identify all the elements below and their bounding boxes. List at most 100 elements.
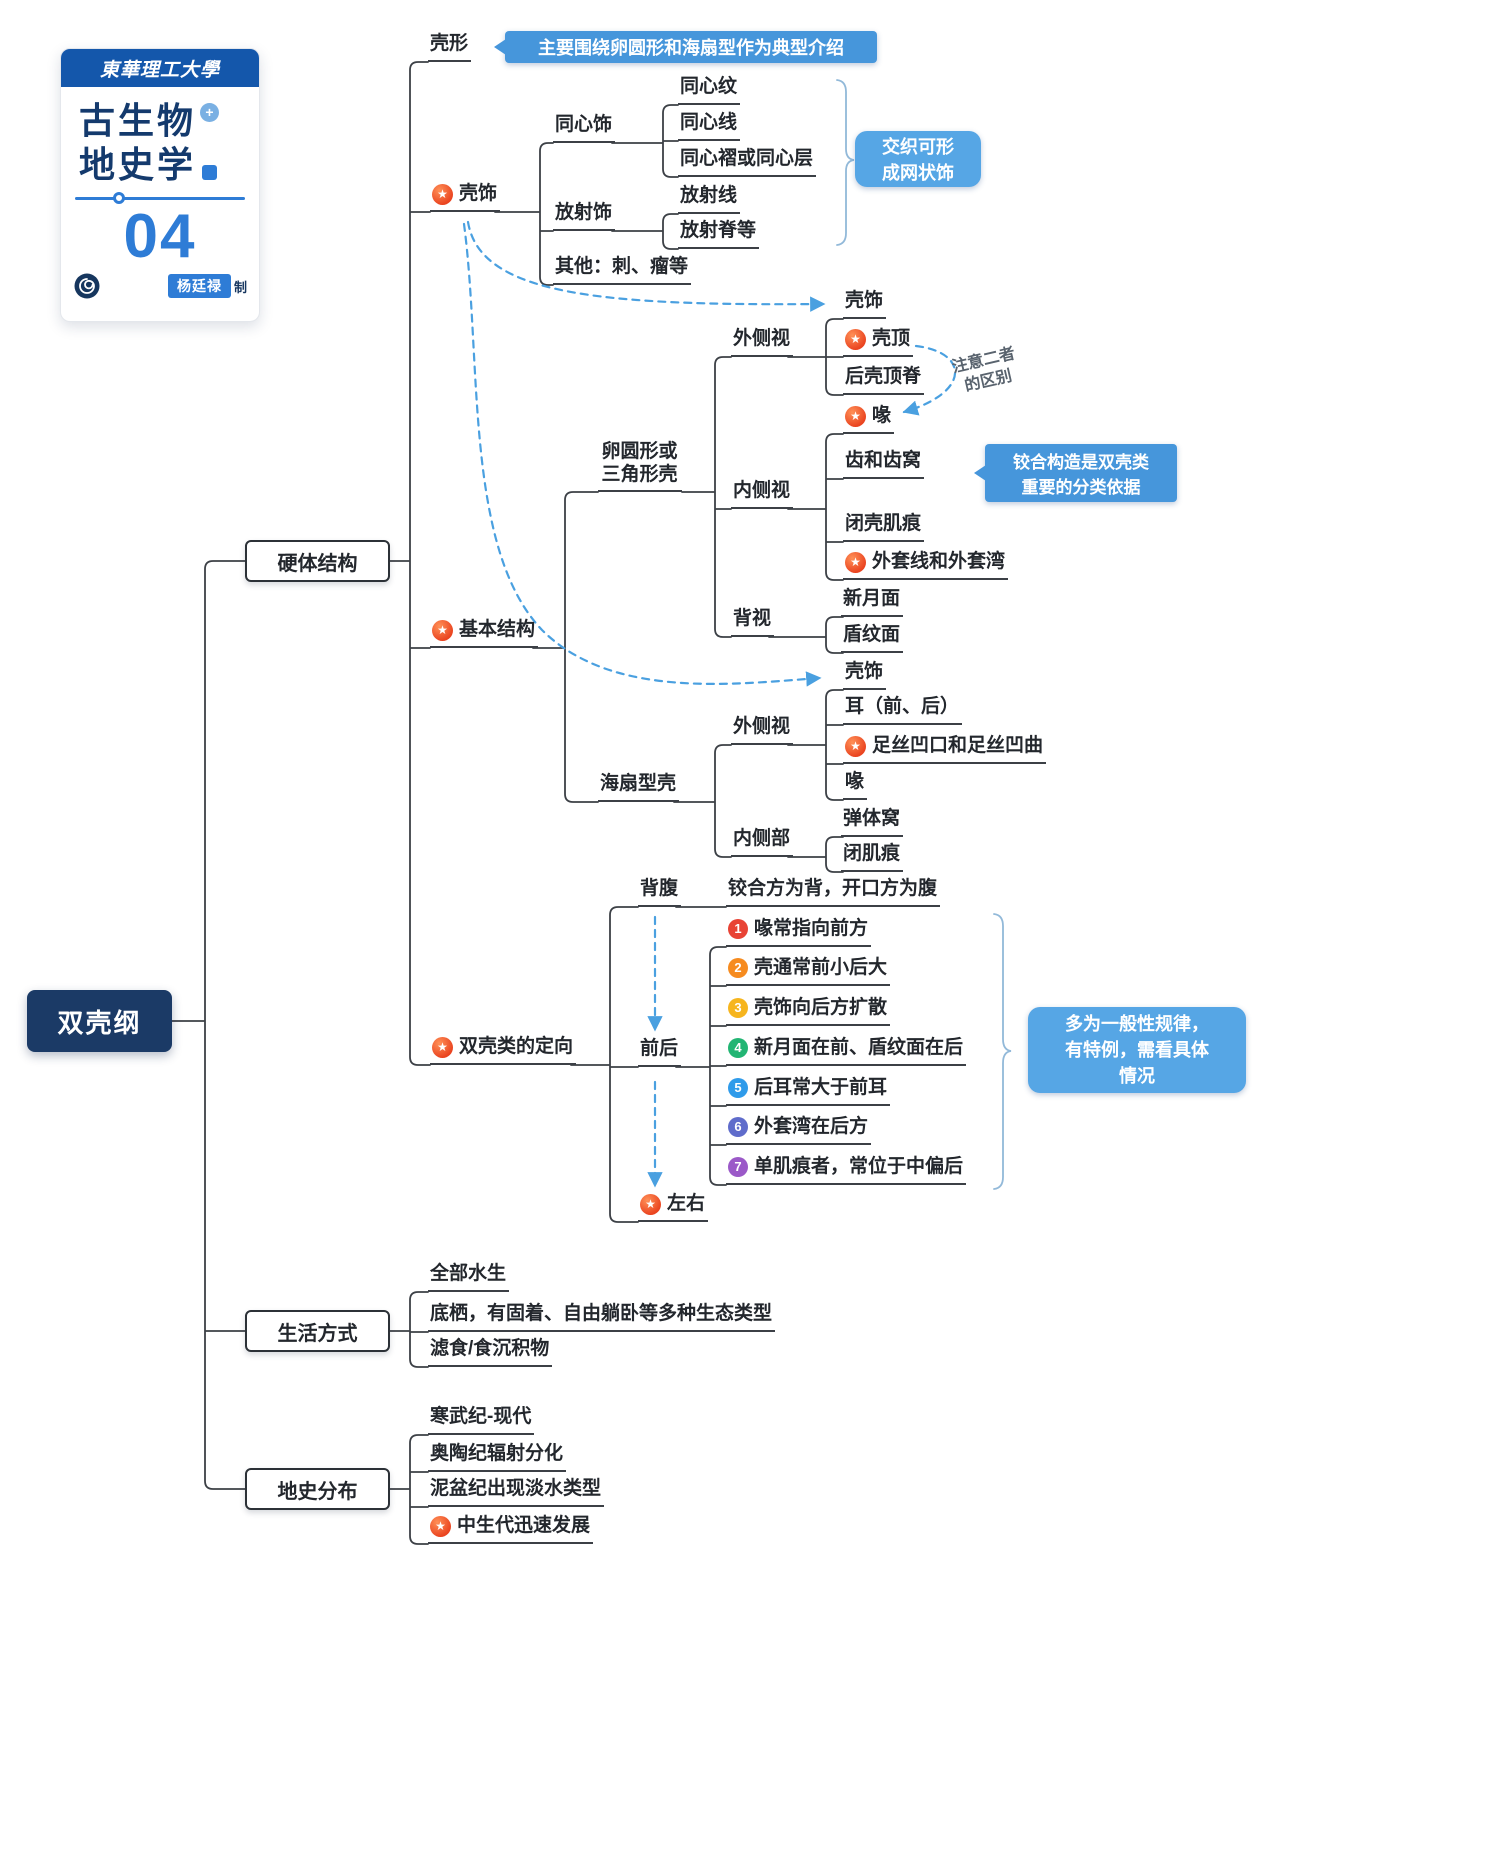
topic-concentric-lines2[interactable]: 同心线 xyxy=(678,111,741,141)
topic-pallial-line-sinus[interactable]: ★ 外套线和外套湾 xyxy=(843,550,1009,580)
topic-posterior-umbonal-ridge[interactable]: 后壳顶脊 xyxy=(843,365,925,395)
rule-item-2[interactable]: 2 壳通常前小后大 xyxy=(726,956,891,986)
topic-beak[interactable]: ★ 喙 xyxy=(843,404,895,434)
braces xyxy=(836,79,1012,1190)
topic-shell-shape[interactable]: 壳形 xyxy=(428,32,472,62)
topic-label: 喙 xyxy=(845,771,865,792)
edge-oval-dorsal xyxy=(768,616,844,654)
topic-dorso-ventral[interactable]: 背腹 xyxy=(638,877,682,907)
edge-oval-inner xyxy=(787,433,844,581)
rule-item-1[interactable]: 1 喙常指向前方 xyxy=(726,917,872,947)
topic-scallop-beak[interactable]: 喙 xyxy=(843,770,868,800)
callout-hinge-structure[interactable]: 铰合构造是双壳类重要的分类依据 xyxy=(985,444,1177,502)
topic-left-right[interactable]: ★ 左右 xyxy=(638,1192,709,1222)
card-footer: 杨廷禄 制 xyxy=(61,270,259,300)
star-icon: ★ xyxy=(845,328,866,350)
topic-oval-shell[interactable]: 卵圆形或三角形壳 xyxy=(598,440,682,492)
brace-rules xyxy=(993,913,1012,1190)
topic-cambrian-recent[interactable]: 寒武纪-现代 xyxy=(428,1405,535,1435)
topic-radial-lines[interactable]: 放射线 xyxy=(678,184,741,214)
solid-connectors xyxy=(171,61,844,1545)
topic-orientation[interactable]: ★ 双壳类的定向 xyxy=(430,1035,577,1065)
callout-shell-shape[interactable]: 主要围绕卵圆形和海扇型作为典型介绍 xyxy=(505,31,877,63)
topic-label: 内侧视 xyxy=(733,480,791,501)
topic-devonian-freshwater[interactable]: 泥盆纪出现淡水类型 xyxy=(428,1477,605,1507)
topic-label: 滤食/食沉积物 xyxy=(430,1338,550,1359)
author-chip: 杨廷禄 制 xyxy=(167,274,247,298)
topic-benthic-types[interactable]: 底栖，有固着、自由躺卧等多种生态类型 xyxy=(428,1302,776,1332)
topic-escutcheon[interactable]: 盾纹面 xyxy=(841,623,904,653)
topic-filter-deposit-feeding[interactable]: 滤食/食沉积物 xyxy=(428,1337,553,1367)
topic-label: 卵圆形或三角形壳 xyxy=(601,441,678,485)
topic-ordovician-radiation[interactable]: 奥陶纪辐射分化 xyxy=(428,1442,567,1472)
number-badge: 4 xyxy=(728,1038,748,1058)
topic-dorso-ventral-rule[interactable]: 铰合方为背，开口方为腹 xyxy=(726,877,941,907)
topic-label: 前后 xyxy=(640,1038,679,1059)
rule-item-3[interactable]: 3 壳饰向后方扩散 xyxy=(726,996,891,1026)
topic-lunule[interactable]: 新月面 xyxy=(841,587,904,617)
topic-mesozoic-expansion[interactable]: ★ 中生代迅速发展 xyxy=(428,1514,594,1544)
topic-scallop-outer-view[interactable]: 外侧视 xyxy=(731,715,794,745)
callout-text: 铰合构造是双壳类重要的分类依据 xyxy=(1013,453,1149,497)
topic-basic-structure[interactable]: ★ 基本结构 xyxy=(430,618,539,648)
topic-concentric-lines1[interactable]: 同心纹 xyxy=(678,75,741,105)
topic-teeth-sockets[interactable]: 齿和齿窝 xyxy=(843,449,925,479)
topic-oval-inner-view[interactable]: 内侧视 xyxy=(731,479,794,509)
topic-shell-ornament[interactable]: ★ 壳饰 xyxy=(430,182,501,212)
rule-item-5[interactable]: 5 后耳常大于前耳 xyxy=(726,1076,891,1106)
dashed-umbo-vs-beak xyxy=(902,344,957,416)
root-topic-bivalvia[interactable]: 双壳纲 xyxy=(27,990,172,1052)
topic-radial-ornament[interactable]: 放射饰 xyxy=(553,201,616,231)
number-badge: 2 xyxy=(728,958,748,978)
topic-label: 壳形 xyxy=(430,33,469,54)
rule-item-6[interactable]: 6 外套湾在后方 xyxy=(726,1115,872,1145)
rule-label: 后耳常大于前耳 xyxy=(754,1077,888,1098)
topic-label: 喙 xyxy=(872,405,892,426)
edge-oval xyxy=(681,356,732,638)
course-title-line2: 地史学 xyxy=(79,144,197,185)
callout-text: 交织可形成网状饰 xyxy=(882,137,954,183)
topic-label: 后壳顶脊 xyxy=(845,366,922,387)
rule-item-4[interactable]: 4 新月面在前、盾纹面在后 xyxy=(726,1036,967,1066)
topic-resilifer[interactable]: 弹体窝 xyxy=(841,807,904,837)
star-icon: ★ xyxy=(845,405,866,427)
topic-scallop-shell[interactable]: 海扇型壳 xyxy=(598,772,680,802)
topic-concentric-ornament[interactable]: 同心饰 xyxy=(553,113,616,143)
topic-fully-aquatic[interactable]: 全部水生 xyxy=(428,1262,510,1292)
topic-label: 双壳类的定向 xyxy=(459,1036,574,1057)
edge-radial xyxy=(611,213,679,250)
topic-concentric-folds[interactable]: 同心褶或同心层 xyxy=(678,147,817,177)
topic-label: 海扇型壳 xyxy=(600,773,677,794)
edge-life xyxy=(389,1291,429,1368)
topic-ears[interactable]: 耳（前、后） xyxy=(843,695,963,725)
topic-radial-ridges[interactable]: 放射脊等 xyxy=(678,219,760,249)
dashed-ornament-to-oval xyxy=(466,220,826,312)
topic-umbo[interactable]: ★ 壳顶 xyxy=(843,327,914,357)
issue-number: 04 xyxy=(123,202,197,271)
topic-oval-outer-view[interactable]: 外侧视 xyxy=(731,327,794,357)
topic-label: 盾纹面 xyxy=(843,624,901,645)
callout-net-ornament[interactable]: 交织可形成网状饰 xyxy=(855,131,981,187)
divider xyxy=(75,192,245,204)
branch-hard-structure[interactable]: 硬体结构 xyxy=(245,540,390,582)
topic-oval-dorsal-view[interactable]: 背视 xyxy=(731,607,775,637)
topic-label: 齿和齿窝 xyxy=(845,450,922,471)
topic-oval-ornament[interactable]: 壳饰 xyxy=(843,289,887,319)
topic-scallop-ornament[interactable]: 壳饰 xyxy=(843,660,887,690)
topic-adductor-scar[interactable]: 闭壳肌痕 xyxy=(843,512,925,542)
topic-other-ornament[interactable]: 其他：刺、瘤等 xyxy=(553,255,692,285)
branch-lifestyle[interactable]: 生活方式 xyxy=(245,1310,390,1352)
topic-muscle-scar[interactable]: 闭肌痕 xyxy=(841,842,904,872)
rule-item-7[interactable]: 7 单肌痕者，常位于中偏后 xyxy=(726,1155,967,1185)
callout-general-rules[interactable]: 多为一般性规律，有特例，需看具体情况 xyxy=(1028,1007,1246,1093)
topic-label: 足丝凹口和足丝凹曲 xyxy=(872,735,1044,756)
branch-geologic-distribution[interactable]: 地史分布 xyxy=(245,1468,390,1510)
edge-scallop-inner xyxy=(787,836,844,873)
topic-scallop-inner-part[interactable]: 内侧部 xyxy=(731,827,794,857)
topic-label: 耳（前、后） xyxy=(845,696,960,717)
university-name: 東華理工大學 xyxy=(99,59,220,81)
topic-label: 内侧部 xyxy=(733,828,791,849)
topic-byssal-notch[interactable]: ★ 足丝凹口和足丝凹曲 xyxy=(843,734,1047,764)
topic-label: 铰合方为背，开口方为腹 xyxy=(728,878,938,899)
topic-antero-posterior[interactable]: 前后 xyxy=(638,1037,682,1067)
